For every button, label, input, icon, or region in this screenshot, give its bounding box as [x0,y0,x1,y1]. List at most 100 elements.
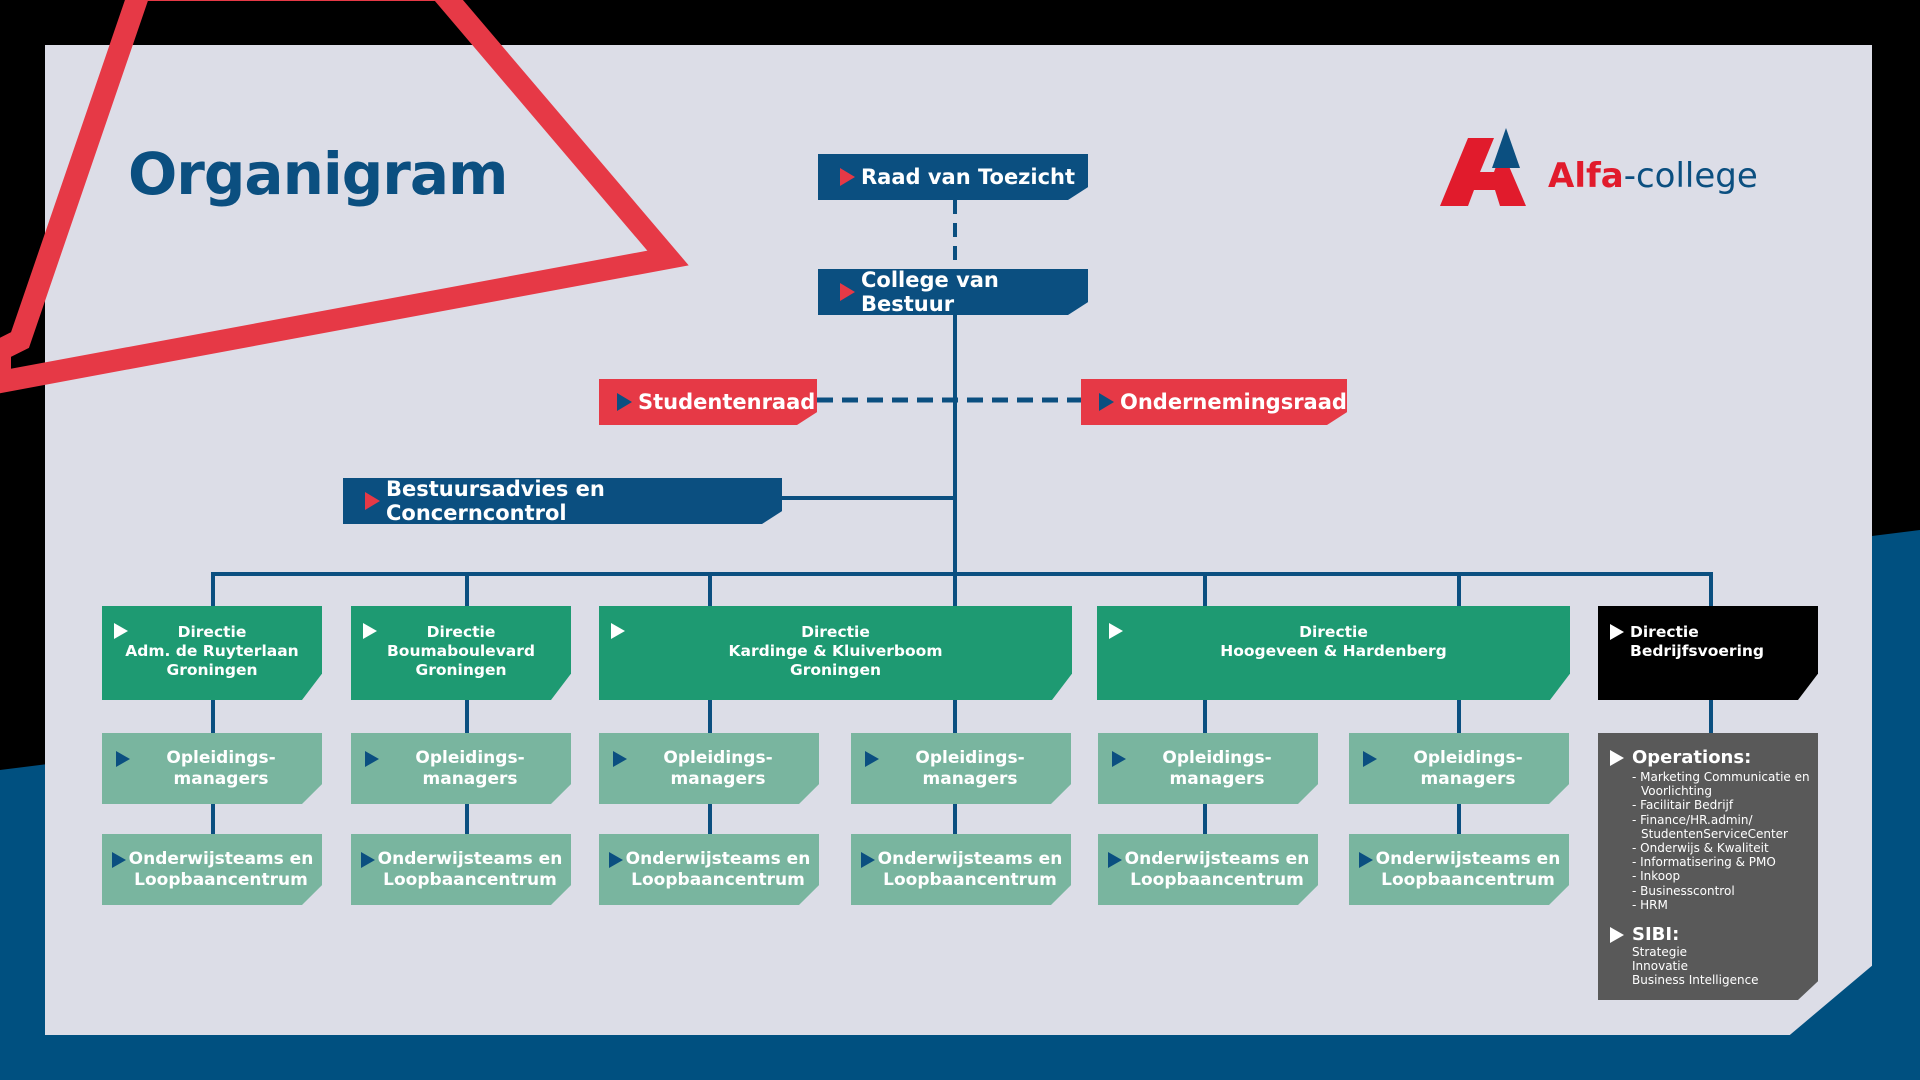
box-label-3: Groningen [415,661,507,679]
box-label-3: Groningen [789,661,882,679]
page-title: Organigram [128,140,508,208]
box-label-1: Opleidings- [1162,747,1272,768]
arrow-icon [1112,751,1126,767]
logo-brand: Alfa [1548,156,1624,196]
ondernemingsraad-box[interactable]: Ondernemingsraad [1081,379,1347,425]
box-label-2: managers [422,768,518,789]
arrow-icon [609,852,623,868]
box-label-2: managers [1169,768,1265,789]
list-item: Business Intelligence [1632,973,1759,988]
box-label-1: Opleidings- [915,747,1025,768]
box-label-1: Onderwijsteams en [877,848,1063,869]
arrow-icon [1099,393,1114,411]
opleidingsmanagers-box[interactable]: Opleidings-managers [102,733,322,804]
box-label-1: Directie [1299,623,1368,641]
arrow-icon [1610,624,1624,640]
raad-van-toezicht-box[interactable]: Raad van Toezicht [818,154,1088,200]
box-label-1: Directie [426,623,496,641]
box-label-2: managers [1420,768,1516,789]
list-item: Strategie [1632,945,1688,960]
opleidingsmanagers-box[interactable]: Opleidings-managers [851,733,1071,804]
box-label-2: managers [922,768,1018,789]
box-label-1: Opleidings- [166,747,276,768]
list-item: - Informatisering & PMO [1632,855,1776,870]
arrow-icon [116,751,130,767]
list-item: - Onderwijs & Kwaliteit [1632,841,1769,856]
list-item: - Businesscontrol [1632,883,1735,898]
box-label-2: managers [173,768,269,789]
arrow-icon [112,852,126,868]
box-label-1: Onderwijsteams en [625,848,811,869]
arrow-icon [1363,751,1377,767]
box-label-1: Onderwijsteams en [1375,848,1561,869]
opleidingsmanagers-box[interactable]: Opleidings-managers [1098,733,1318,804]
box-label-2: Bedrijfsvoering [1630,642,1765,660]
list-item: - HRM [1632,897,1668,912]
box-label: Studentenraad [638,390,816,414]
arrow-icon [1108,852,1122,868]
box-label-1: Directie [801,623,870,641]
studentenraad-box[interactable]: Studentenraad [599,379,817,425]
list-item: Innovatie [1632,959,1688,974]
box-label-1: Opleidings- [1413,747,1523,768]
bedrijfsvoering-units-box[interactable]: Operations: - Marketing Communicatie en … [1598,733,1818,1000]
logo-suffix: -college [1623,156,1758,196]
operations-heading: Operations: [1610,747,1818,768]
box-label-2: Adm. de Ruyterlaan [125,642,299,660]
box-label-2: Loopbaancentrum [883,869,1057,890]
arrow-icon [840,168,855,186]
list-item: - Inkoop [1632,869,1681,884]
box-label-1: Onderwijsteams en [128,848,314,869]
arrow-icon [1610,750,1624,766]
box-label-2: Hoogeveen & Hardenberg [1220,642,1447,660]
opleidingsmanagers-box[interactable]: Opleidings-managers [351,733,571,804]
arrow-icon [365,492,380,510]
bestuursadvies-box[interactable]: Bestuursadvies en Concerncontrol [343,478,782,524]
college-van-bestuur-box[interactable]: College van Bestuur [818,269,1088,315]
opleidingsmanagers-box[interactable]: Opleidings-managers [599,733,819,804]
box-label: Bestuursadvies en Concerncontrol [386,477,605,525]
box-label-2: Loopbaancentrum [1381,869,1555,890]
alfa-college-logo-icon [1440,128,1526,206]
arrow-icon [613,751,627,767]
box-label-1: Opleidings- [663,747,773,768]
arrow-icon [611,623,625,639]
arrow-icon [617,393,632,411]
box-label-2: Loopbaancentrum [134,869,308,890]
arrow-icon [365,751,379,767]
arrow-icon [114,623,128,639]
box-label-1: Opleidings- [415,747,525,768]
opleidingsmanagers-box[interactable]: Opleidings-managers [1349,733,1569,804]
box-label-2: managers [670,768,766,789]
box-label-1: Directie [177,623,247,641]
box-label-1: Directie [1630,623,1699,641]
box-label-2: Loopbaancentrum [383,869,557,890]
box-label: College van Bestuur [861,268,999,316]
box-label-3: Groningen [166,661,258,679]
list-item: - Marketing Communicatie en Voorlichting [1632,770,1810,799]
box-label-2: Boumaboulevard [386,642,535,660]
list-item: - Facilitair Bedrijf [1632,798,1734,813]
arrow-icon [840,283,855,301]
arrow-icon [361,852,375,868]
operations-list: - Marketing Communicatie en Voorlichting… [1610,770,1818,912]
sibi-title: SIBI: [1632,924,1680,946]
box-label-1: Onderwijsteams en [377,848,563,869]
operations-title: Operations: [1632,747,1752,768]
arrow-icon [861,852,875,868]
box-label-1: Onderwijsteams en [1124,848,1310,869]
logo-text: Alfa-college [1548,156,1758,196]
arrow-icon [1109,623,1123,639]
